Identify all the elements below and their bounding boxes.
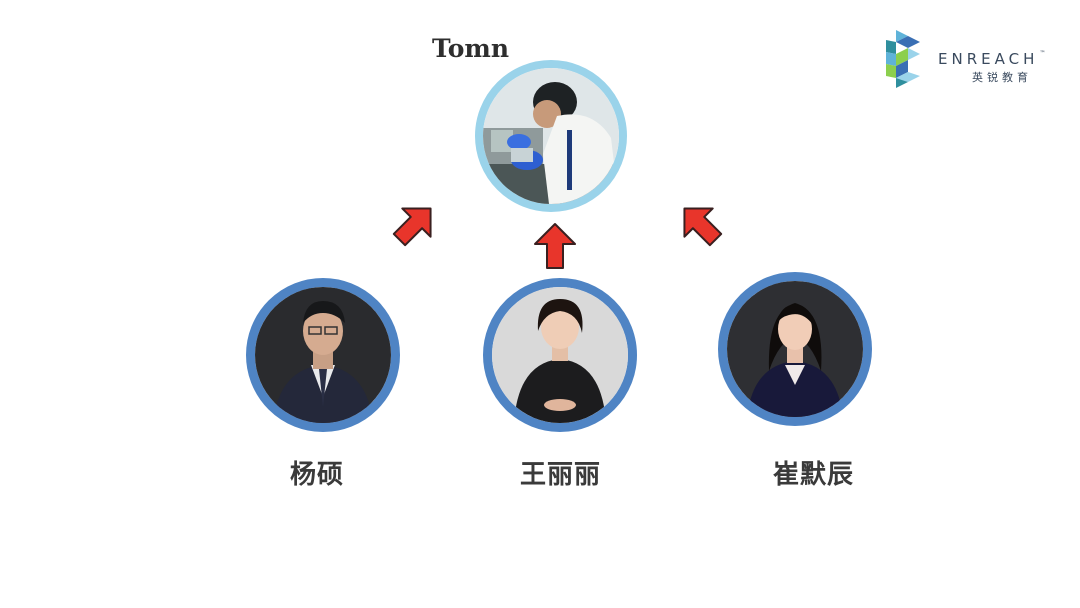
logo-wordmark: ENREACH [938, 50, 1039, 68]
person-photo-3 [718, 272, 872, 426]
person-photo-2 [483, 278, 637, 432]
person-name-2: 王丽丽 [520, 460, 602, 490]
logo-mark-icon [886, 30, 920, 88]
up-arrow-icon [533, 222, 577, 270]
top-person-photo [475, 60, 627, 212]
up-arrow-icon [382, 191, 447, 256]
up-arrow-icon [667, 191, 732, 256]
logo-chinese: 英锐教育 [972, 71, 1032, 84]
top-person-name: Tomn [432, 34, 510, 63]
person-photo-1 [246, 278, 400, 432]
person-name-1: 杨硕 [290, 460, 345, 490]
person-name-3: 崔默辰 [773, 460, 855, 490]
enreach-logo: ENREACH™ 英锐教育 [886, 30, 1066, 90]
logo-trademark: ™ [1039, 50, 1046, 57]
